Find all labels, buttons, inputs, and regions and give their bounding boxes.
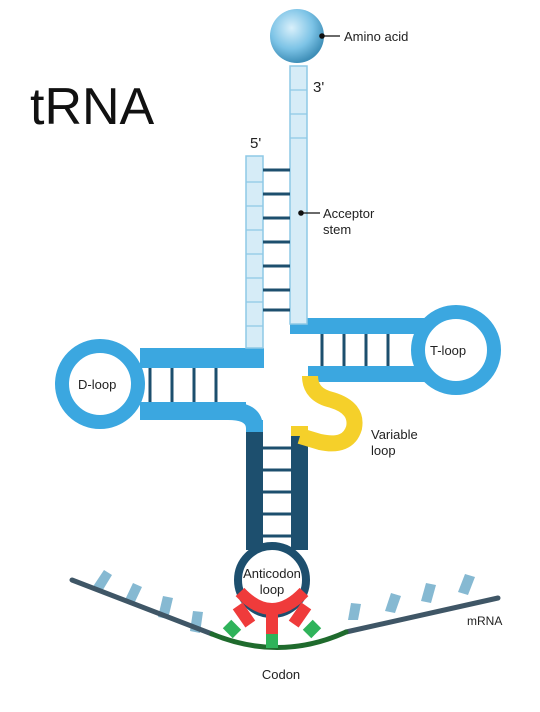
amino-acid-ball: [270, 9, 324, 63]
label-d-loop: D-loop: [78, 377, 116, 392]
label-three-prime: 3': [313, 79, 324, 96]
stem-corner-right: [291, 426, 308, 436]
mrna-backbone: [69, 577, 215, 637]
label-acceptor-stem-2: stem: [323, 222, 351, 237]
d-loop-arm: [55, 339, 264, 429]
codon-base: [266, 634, 278, 648]
diagram-title: tRNA: [30, 78, 155, 136]
label-anticodon: Anticodon: [243, 566, 301, 581]
mrna-base: [348, 603, 361, 620]
label-codon: Codon: [262, 667, 300, 682]
anticodon-loop: [222, 542, 322, 648]
mrna-base: [458, 574, 475, 595]
anticodon-bases: [235, 587, 309, 615]
label-amino-acid: Amino acid: [344, 29, 408, 44]
anticodon-base: [266, 612, 278, 634]
anticodon-stem: [246, 420, 308, 550]
anticodon-base: [288, 602, 312, 628]
t-loop-arm: [290, 305, 501, 395]
mrna-base: [421, 583, 436, 603]
mrna-backbone: [343, 595, 501, 635]
codon-base: [302, 619, 322, 639]
mrna-base: [385, 593, 401, 613]
acceptor-stem: [245, 65, 308, 349]
label-anticodon-2: loop: [260, 582, 285, 597]
anticodon-base: [232, 602, 256, 628]
codon-base: [222, 619, 242, 639]
variable-loop: [297, 375, 363, 452]
label-mrna: mRNA: [467, 614, 502, 628]
label-acceptor-stem: Acceptor: [323, 206, 375, 221]
label-variable-loop: Variable: [371, 427, 418, 442]
label-five-prime: 5': [250, 135, 261, 152]
label-t-loop: T-loop: [430, 343, 466, 358]
label-variable-loop-2: loop: [371, 443, 396, 458]
codon-curve: [209, 629, 349, 650]
mrna-strand: [69, 570, 501, 650]
